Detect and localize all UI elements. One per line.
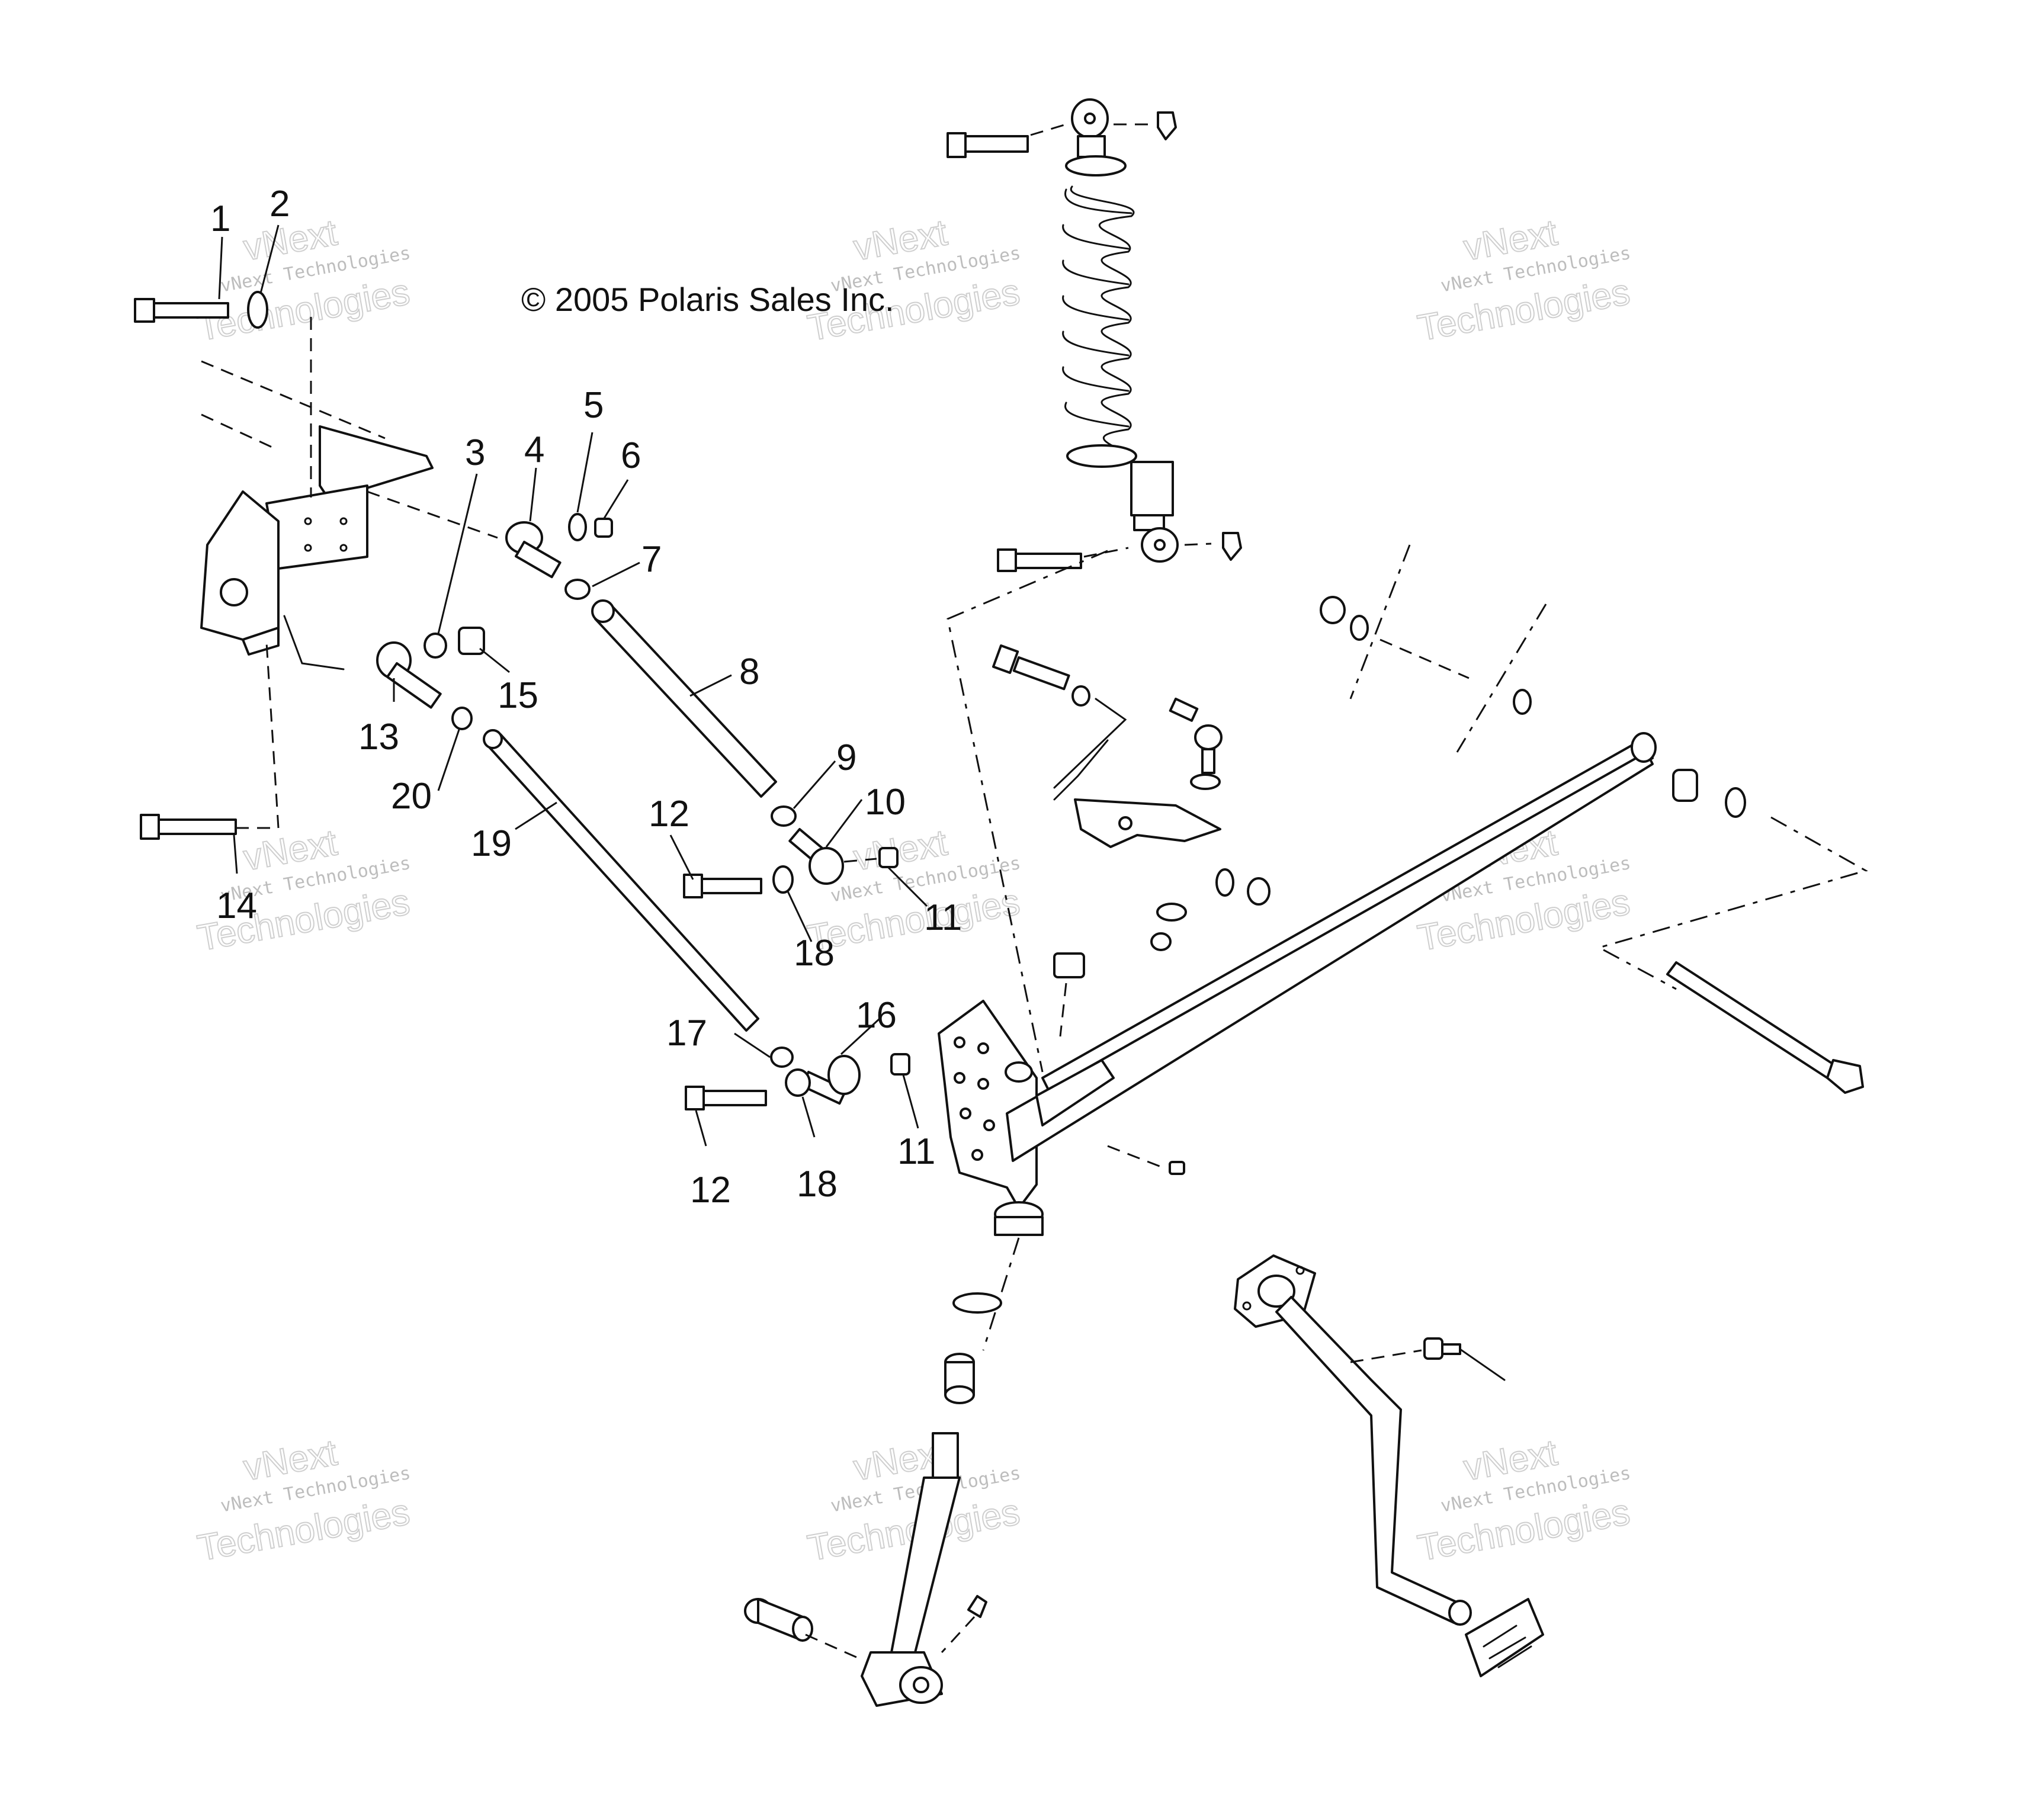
callout-18-lower: 18 xyxy=(797,1164,838,1205)
callout-labels: 1 2 3 4 5 6 7 8 9 10 11 12 13 14 15 16 1… xyxy=(210,184,962,1211)
copyright-notice: © 2005 Polaris Sales Inc. xyxy=(521,281,894,318)
callout-4: 4 xyxy=(524,429,544,470)
nut xyxy=(1247,877,1271,906)
callout-13: 13 xyxy=(358,717,399,757)
frame-bracket xyxy=(200,360,434,670)
bushing xyxy=(1053,952,1085,978)
callout-11: 11 xyxy=(924,897,962,938)
a-arm xyxy=(938,732,1657,1236)
callout-6: 6 xyxy=(621,435,641,476)
callout-8: 8 xyxy=(739,651,759,692)
callout-2: 2 xyxy=(270,184,290,224)
nut-11 xyxy=(878,847,899,868)
callout-15: 15 xyxy=(498,675,538,716)
callout-14: 14 xyxy=(216,885,257,926)
steering-arm xyxy=(1234,1254,1472,1626)
rod-end-4 xyxy=(505,521,562,579)
seal-ring xyxy=(952,1292,1002,1314)
callout-18: 18 xyxy=(794,933,835,974)
callout-5: 5 xyxy=(583,385,604,426)
ball-joint xyxy=(1169,697,1223,790)
tube-8 xyxy=(594,603,777,798)
bushing-15 xyxy=(458,627,485,655)
bolt-1 xyxy=(134,298,229,323)
callout-19: 19 xyxy=(471,823,512,864)
washer-18-lower xyxy=(785,1068,811,1097)
callout-17: 17 xyxy=(666,1013,707,1054)
bolt-12-lower xyxy=(685,1086,767,1110)
washer xyxy=(1215,868,1234,897)
bushing xyxy=(1672,769,1698,802)
nut-20 xyxy=(451,707,473,730)
washer-18 xyxy=(772,865,794,894)
washer-2 xyxy=(247,291,268,329)
callout-16: 16 xyxy=(856,995,897,1036)
callout-12-lower: 12 xyxy=(690,1170,731,1211)
mount-bracket xyxy=(1053,739,1221,848)
callout-20: 20 xyxy=(391,776,432,817)
washer xyxy=(1513,689,1532,715)
spindle-pin xyxy=(744,1598,813,1642)
callout-12: 12 xyxy=(649,794,689,834)
o-ring xyxy=(1725,787,1746,818)
callout-10: 10 xyxy=(865,782,906,823)
nut xyxy=(1320,596,1346,624)
rod-end-13 xyxy=(376,641,442,709)
nut-11-lower xyxy=(890,1053,910,1076)
grease-fitting xyxy=(967,1595,987,1618)
spindle xyxy=(861,1432,961,1707)
rod-pin xyxy=(1423,1337,1506,1381)
bolt-bracket xyxy=(992,644,1070,691)
nut-17 xyxy=(770,1047,794,1068)
bolt-12 xyxy=(683,874,762,898)
grease-fitting xyxy=(1169,1161,1185,1175)
nut xyxy=(1150,932,1172,951)
nut-7 xyxy=(564,579,591,600)
washer xyxy=(1350,615,1369,641)
washer xyxy=(1156,903,1187,922)
washer-5 xyxy=(568,513,587,541)
callout-1: 1 xyxy=(210,198,230,239)
pivot-bolt xyxy=(1666,961,1864,1094)
callout-7: 7 xyxy=(641,539,662,580)
callout-3: 3 xyxy=(465,432,485,473)
nut-3 xyxy=(424,633,447,659)
shock-absorber xyxy=(947,98,1242,572)
leader-lines xyxy=(218,224,928,1147)
pedal-pad xyxy=(1465,1598,1544,1677)
rod-end-10 xyxy=(788,827,844,885)
bolt-14 xyxy=(140,814,237,840)
rod-end-16 xyxy=(801,1055,861,1105)
bushing-spindle xyxy=(944,1353,975,1404)
nut-6 xyxy=(594,518,613,538)
nut-9 xyxy=(771,805,797,827)
callout-11-lower: 11 xyxy=(897,1131,935,1172)
callout-9: 9 xyxy=(836,737,856,778)
